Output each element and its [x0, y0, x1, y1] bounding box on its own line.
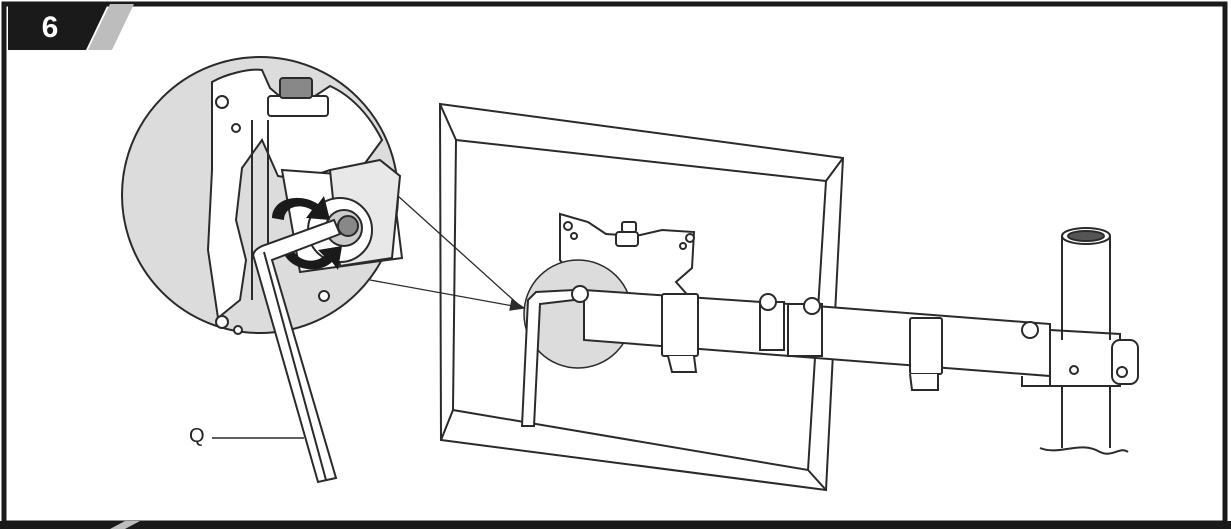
bottom-tab	[110, 521, 140, 529]
hex-key-small	[520, 285, 589, 427]
zoom-leader-lines	[369, 195, 526, 311]
pole	[1039, 227, 1129, 455]
tool-label-q: Q	[189, 425, 205, 447]
hex-key-icon	[252, 218, 342, 484]
monitor-arm	[583, 288, 1139, 391]
rotate-arrow-icon	[272, 196, 342, 270]
bottom-bar	[0, 521, 1231, 529]
step-number: 6	[41, 11, 59, 44]
step-badge-shape	[8, 4, 134, 50]
